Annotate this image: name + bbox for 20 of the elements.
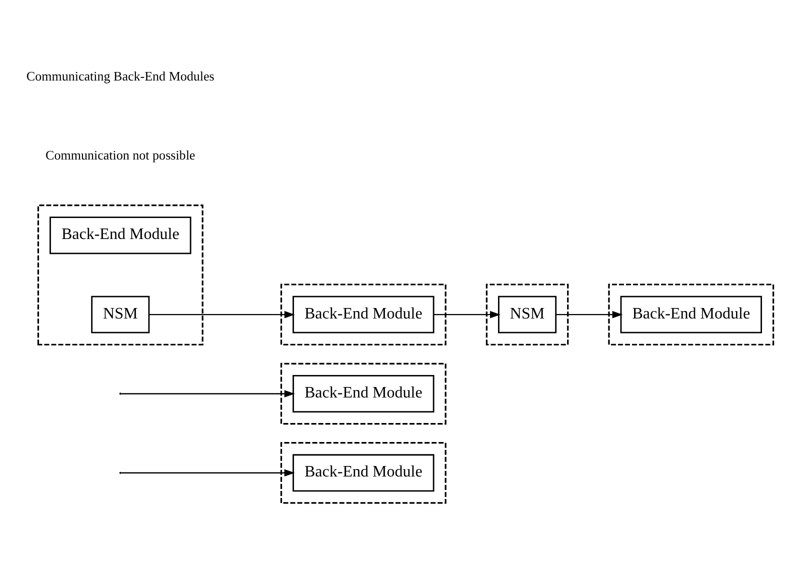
- cluster: [37, 204, 204, 346]
- arrow: [149, 310, 295, 318]
- arrow: [434, 310, 500, 318]
- node-box: Back-End Module: [292, 375, 434, 412]
- node-box: Back-End Module: [50, 216, 192, 254]
- node-box: Back-End Module: [292, 454, 434, 492]
- cluster: [608, 284, 774, 346]
- node-box: NSM: [91, 296, 150, 334]
- node-box: Back-End Module: [620, 296, 762, 334]
- label: Communicating Back-End Modules: [26, 68, 214, 84]
- arrow: [121, 390, 295, 398]
- cluster: [280, 362, 446, 425]
- cluster: [280, 284, 446, 346]
- cluster: [486, 284, 569, 346]
- arrow: [556, 310, 623, 318]
- node-box: Back-End Module: [292, 296, 434, 334]
- label: Communication not possible: [46, 148, 196, 163]
- node-box: NSM: [498, 296, 557, 334]
- cluster: [280, 442, 446, 504]
- arrow: [121, 469, 295, 477]
